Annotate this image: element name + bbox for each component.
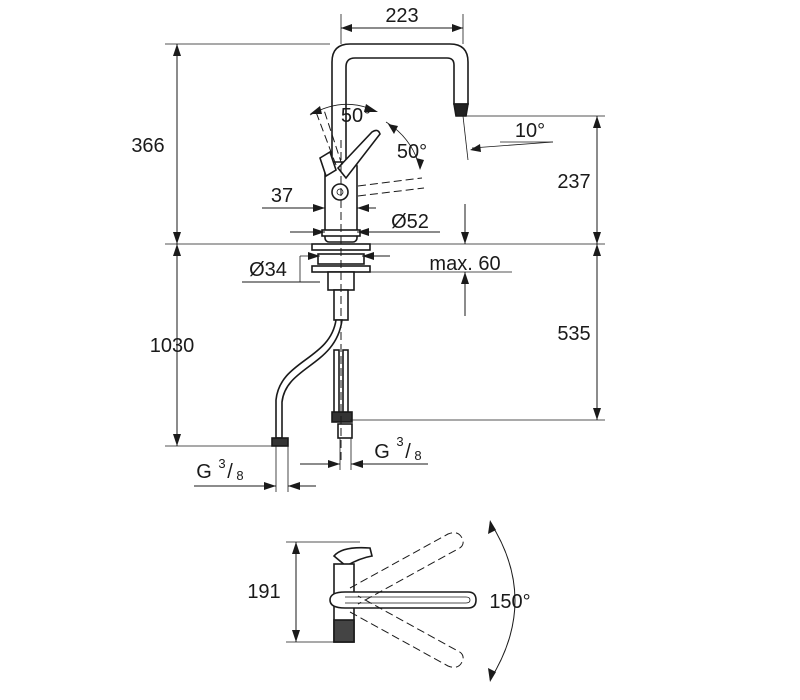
arrow-237-t [593,116,601,128]
dim-line-10deg [471,141,554,149]
connection-left-slash: / [227,461,233,483]
hose-fitting [331,411,353,423]
spout-axis [462,115,469,161]
dim-max-60: max. 60 [429,253,500,275]
arrow-50b-t [388,124,398,134]
arrow-52-l [313,228,325,236]
dim-223: 223 [385,5,418,27]
arrow-52-r [357,228,369,236]
arrow-g-right-2 [351,460,363,468]
top-view-spout-swivel-down [349,595,464,668]
arrow-50a-l [310,106,322,114]
arrow-g-left-2 [288,482,300,490]
dim-1030: 1030 [150,335,195,357]
handle-knob [319,150,337,178]
arrow-g-right [328,460,340,468]
connection-left-prefix: G [196,461,212,483]
arrow-max60-t [461,232,469,244]
dim-191: 191 [247,581,280,603]
dim-37: 37 [271,185,293,207]
side-view-labels: 223 366 50° 50° 10° 237 37 Ø52 Ø34 max. … [131,5,590,483]
arrow-10deg [470,144,481,152]
top-view-spout-swivel-up [349,532,464,605]
arrow-535-t [593,244,601,256]
arrow-366-b [173,232,181,244]
top-view-base [333,619,355,643]
lever-hub [331,183,349,201]
arrow-34-l [362,252,374,260]
connection-right-den: 8 [414,448,421,463]
top-view-spout [329,591,477,609]
dim-150deg: 150° [489,591,530,613]
arrow-223-r [452,24,463,32]
top-view-handle [332,546,373,567]
arrow-max60-b [461,272,469,284]
arrow-191-b [292,630,300,642]
arrow-150-t [488,520,496,534]
arrow-37 [313,204,325,212]
supply-hose-1 [333,349,340,417]
dim-535: 535 [557,323,590,345]
faucet-top-view: 191 150° [247,520,531,682]
connection-left-den: 8 [236,468,243,483]
arc-150deg [489,521,516,681]
arrow-150-b [488,668,496,682]
arrow-50b-b [416,158,424,170]
spout-aerator [453,103,469,117]
lever-hub-inner [336,188,344,196]
arrow-366-t [173,44,181,56]
dim-10deg: 10° [515,120,545,142]
connection-right-slash: / [405,441,411,463]
faucet-side-view [271,43,469,460]
dim-50deg-side: 50° [397,141,427,163]
arrow-223-l [341,24,352,32]
arrow-1030-t [173,244,181,256]
connector-left [271,437,289,447]
top-view-spout-inner [345,596,471,604]
lever-handle-rotated-side [357,177,425,197]
connection-right-prefix: G [374,441,390,463]
arrow-191-t [292,542,300,554]
lever-handle-rotated-up [315,109,343,166]
connector-right [337,423,353,439]
dim-diameter-34: Ø34 [249,259,287,281]
supply-hose-2 [342,349,349,417]
arrow-50a-r [364,104,378,112]
dim-237: 237 [557,171,590,193]
arrow-237-b [593,232,601,244]
connection-left-num: 3 [218,456,225,471]
arrow-1030-b [173,434,181,446]
arrow-37b [357,204,369,212]
arrow-535-b [593,408,601,420]
arrow-g-left [264,482,276,490]
dim-diameter-52: Ø52 [391,211,429,233]
side-dimensions [165,14,605,492]
dim-366: 366 [131,135,164,157]
lever-handle [336,129,381,180]
connection-right-num: 3 [396,434,403,449]
dim-50deg-up: 50° [341,105,371,127]
